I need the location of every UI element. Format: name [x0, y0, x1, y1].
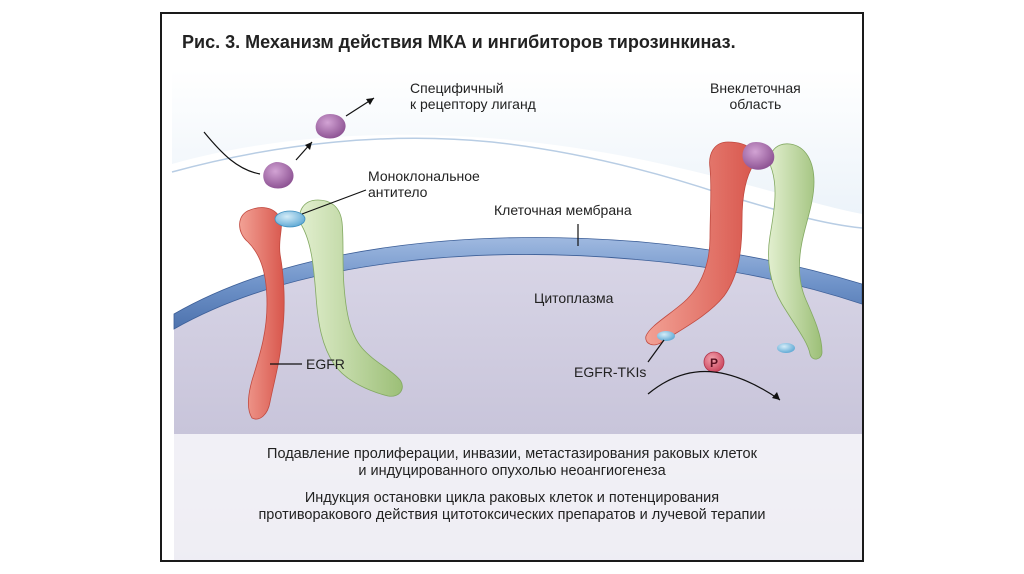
ligand-floating-top — [315, 114, 346, 139]
cytoplasm-label: Цитоплазма — [534, 290, 614, 306]
effect-2: Индукция остановки цикла раковых клеток … — [162, 490, 862, 524]
figure-frame: Рис. 3. Механизм действия МКА и ингибито… — [160, 12, 864, 562]
antibody-label: Моноклональное антитело — [368, 168, 480, 200]
effect-1-line2: и индуцированного опухолью неоангиогенез… — [358, 463, 666, 479]
tki-pointer — [647, 339, 665, 363]
cell-membrane — [173, 237, 862, 330]
ligand-label-line1: Специфичный — [410, 80, 504, 96]
extracellular-label-line2: область — [729, 96, 782, 112]
effect-1: Подавление пролиферации, инвазии, метаст… — [162, 446, 862, 480]
extracellular-label: Внеклеточная область — [710, 80, 801, 112]
ligand-label: Специфичный к рецептору лиганд — [410, 80, 536, 112]
extracellular-label-line1: Внеклеточная — [710, 80, 801, 96]
ligand-label-line2: к рецептору лиганд — [410, 96, 536, 112]
egfr-green-subunit-right — [768, 143, 823, 360]
egfr-red-subunit-left — [239, 207, 285, 420]
egfr-label: EGFR — [306, 356, 345, 372]
ligand-arrow-top-head — [366, 98, 374, 105]
ligand-arrow-head — [305, 142, 312, 150]
phosphate-arrow-head — [772, 392, 780, 400]
antibody-pointer — [301, 189, 367, 215]
ligand-bound — [742, 142, 775, 170]
extracellular-region — [172, 70, 862, 214]
tki-molecule-right — [777, 343, 795, 353]
phosphate-label: P — [710, 356, 718, 370]
monoclonal-antibody — [274, 210, 306, 228]
antibody-label-line2: антитело — [368, 184, 428, 200]
ligand-floating — [263, 162, 294, 189]
egfr-green-subunit-left — [299, 199, 403, 397]
ligand-incoming-curve — [203, 131, 261, 175]
bottom-fade — [162, 434, 862, 560]
membrane-label: Клеточная мембрана — [494, 202, 632, 218]
effect-1-line1: Подавление пролиферации, инвазии, метаст… — [267, 446, 757, 462]
phosphate-arrow — [647, 371, 781, 401]
tki-molecule-left — [657, 331, 675, 341]
antibody-label-line1: Моноклональное — [368, 168, 480, 184]
mechanism-diagram: P — [162, 70, 862, 560]
figure-title: Рис. 3. Механизм действия МКА и ингибито… — [182, 32, 736, 52]
effect-2-line2: противоракового действия цитотоксических… — [258, 507, 766, 523]
egfr-tki-label: EGFR-TKIs — [574, 364, 647, 380]
egfr-red-subunit-right — [645, 141, 756, 346]
effect-2-line1: Индукция остановки цикла раковых клеток … — [304, 490, 720, 506]
